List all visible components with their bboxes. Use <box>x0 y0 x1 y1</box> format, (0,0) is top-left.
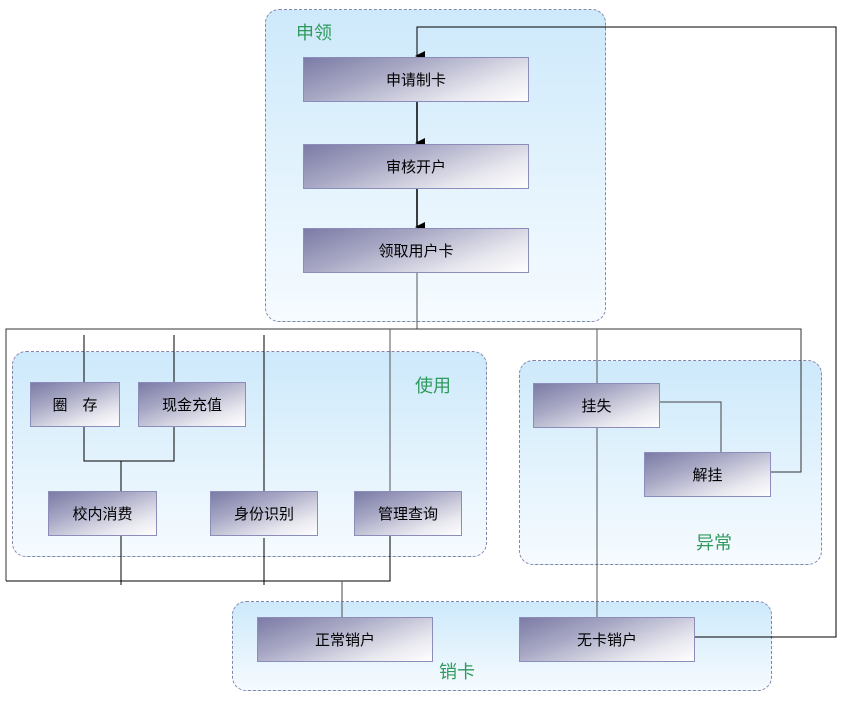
node-receive-card[interactable]: 领取用户卡 <box>303 228 529 273</box>
line-loss-to-unreport <box>660 401 722 453</box>
node-normal-cancel[interactable]: 正常销户 <box>257 617 433 662</box>
node-campus-consume[interactable]: 校内消费 <box>48 491 157 536</box>
node-cardless-cancel[interactable]: 无卡销户 <box>519 617 695 662</box>
group-use-label: 使用 <box>415 376 451 397</box>
group-apply-label: 申领 <box>296 23 332 44</box>
line-query-down <box>6 536 391 582</box>
node-identity-verify[interactable]: 身份识别 <box>210 491 318 536</box>
group-abnormal-label: 异常 <box>696 533 732 554</box>
node-transfer-deposit[interactable]: 圈 存 <box>30 382 120 427</box>
node-report-loss[interactable]: 挂失 <box>533 383 660 428</box>
node-unreport-loss[interactable]: 解挂 <box>644 452 771 497</box>
node-manage-query[interactable]: 管理查询 <box>354 491 462 536</box>
line-cardless-to-apply <box>415 26 837 638</box>
node-cash-recharge[interactable]: 现金充值 <box>138 382 246 427</box>
line-main-bus <box>5 328 802 581</box>
node-review-open[interactable]: 审核开户 <box>303 144 529 189</box>
line-deposit-merge <box>83 427 175 462</box>
node-apply-card[interactable]: 申请制卡 <box>303 57 529 102</box>
group-cancel-label: 销卡 <box>439 662 475 683</box>
